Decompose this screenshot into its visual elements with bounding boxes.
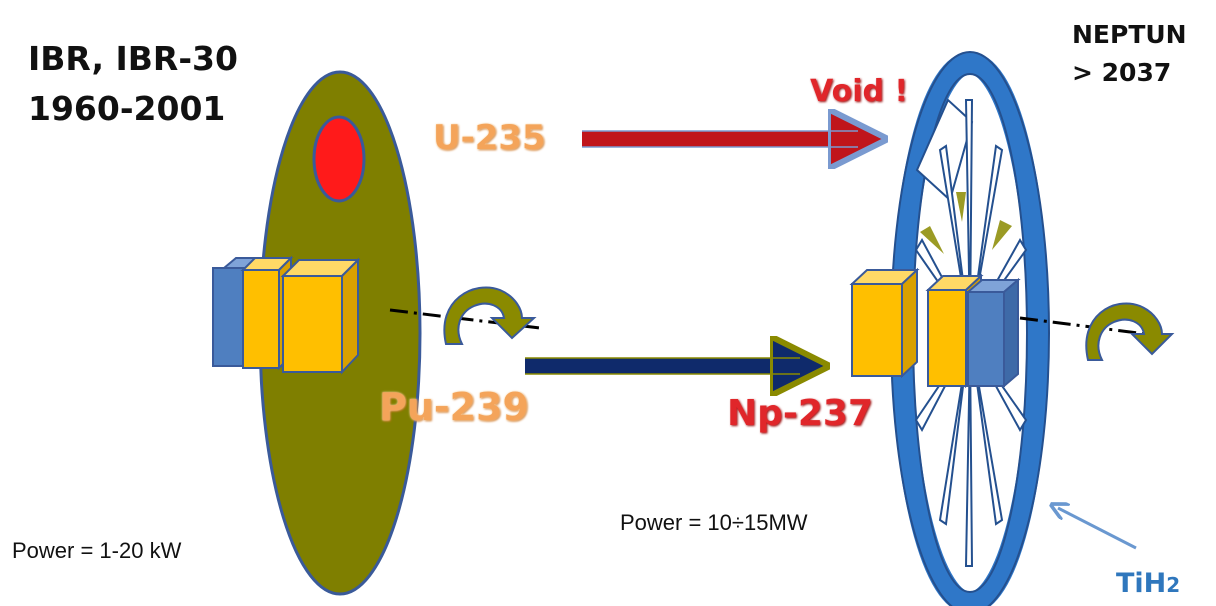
pu239-label: Pu-239 — [379, 385, 529, 429]
left-power-label: Power = 1-20 kW — [12, 538, 182, 563]
right-power-label: Power = 10÷15MW — [620, 510, 808, 535]
left-reactor-title: IBR, IBR-30 1960-2001 — [28, 34, 238, 134]
tih2-label: TiH2 — [1116, 568, 1180, 599]
tih2-pointer-arrow-icon — [1058, 508, 1137, 550]
right-reflector-blocks — [849, 267, 1021, 389]
right-title-line2: > 2037 — [1072, 58, 1172, 87]
tih2-main: TiH — [1116, 568, 1167, 599]
right-reactor-title: NEPTUN > 2037 — [1072, 16, 1187, 92]
right-curved-rotation-arrow-icon — [1085, 302, 1175, 361]
left-curved-rotation-arrow-icon — [443, 286, 537, 345]
right-title-line1: NEPTUN — [1072, 20, 1187, 49]
tih2-subscript: 2 — [1166, 573, 1181, 597]
left-title-line1: IBR, IBR-30 — [28, 39, 238, 78]
left-reflector-blocks — [212, 255, 361, 375]
u235-fuel-spot — [312, 115, 366, 203]
np237-label: Np-237 — [727, 393, 873, 434]
void-label: Void ! — [810, 74, 909, 109]
left-title-line2: 1960-2001 — [28, 89, 226, 128]
u235-label: U-235 — [433, 118, 546, 158]
